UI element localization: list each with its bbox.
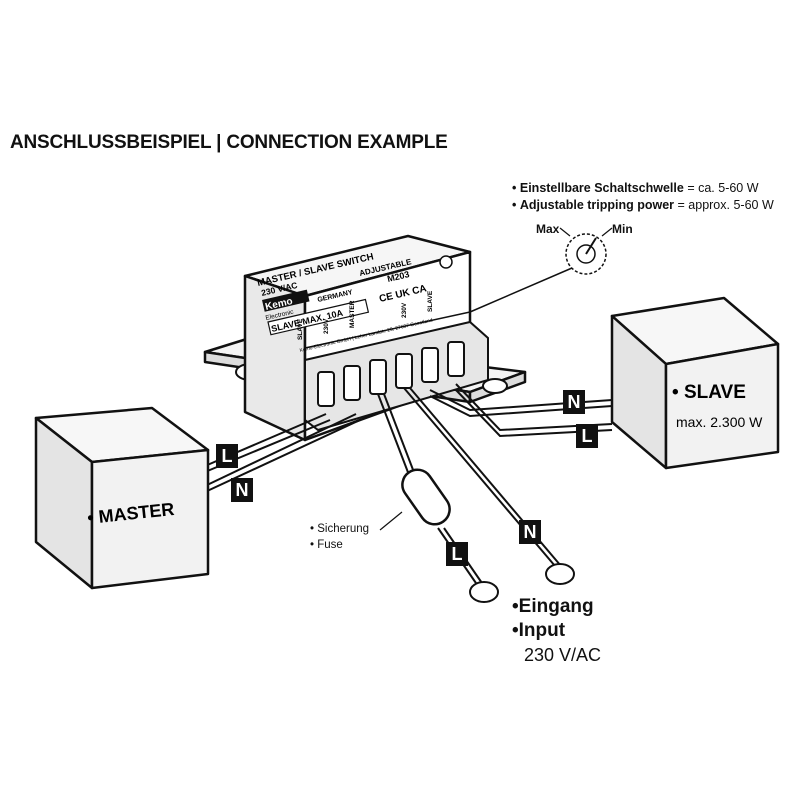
threshold-en-rest: = approx. 5-60 W <box>674 198 774 212</box>
fuse-icon <box>379 468 451 531</box>
terminal-label: SLAVE <box>297 318 304 340</box>
input-n-tag: N <box>519 520 541 544</box>
potentiometer-dial-icon <box>559 227 613 275</box>
fuse-label-en: • Fuse <box>310 539 343 551</box>
input-n-plug-icon <box>545 563 575 585</box>
fuse-label-de: • Sicherung <box>310 523 370 535</box>
slave-device: • SLAVE max. 2.300 W <box>610 296 780 470</box>
potentiometer-min-label: Min <box>612 222 633 236</box>
threshold-annotation-en: • Adjustable tripping power = approx. 5-… <box>512 197 774 214</box>
terminal-label: SLAVE <box>427 290 434 312</box>
svg-text:• SLAVE: • SLAVE <box>672 382 746 403</box>
module-model: M203 <box>386 269 410 284</box>
input-l-tag: L <box>446 542 468 566</box>
threshold-en-bold: Adjustable tripping power <box>519 198 675 212</box>
input-en-text: Input <box>518 620 566 641</box>
bullet-icon: • <box>512 181 517 195</box>
switch-module: MASTER / SLAVE SWITCH 230 V/AC ADJUSTABL… <box>243 234 489 442</box>
terminal-label: 230V <box>323 318 330 334</box>
master-l-tag: L <box>216 444 238 468</box>
slave-n-tag: N <box>563 390 585 414</box>
master-device: • MASTER <box>34 406 210 590</box>
terminal-label: 230V <box>401 302 408 318</box>
fuse-de-text: Sicherung <box>317 523 370 535</box>
page-title: ANSCHLUSSBEISPIEL | CONNECTION EXAMPLE <box>10 132 448 153</box>
input-de-text: Eingang <box>518 596 594 617</box>
slave-l-tag: L <box>576 424 598 448</box>
potentiometer-max-label: Max <box>536 222 560 236</box>
slave-label: SLAVE <box>684 382 746 403</box>
bullet-icon: • <box>512 198 517 212</box>
master-n-tag: N <box>231 478 253 502</box>
input-label-en: •Input <box>512 620 566 641</box>
threshold-annotation-de: • Einstellbare Schaltschwelle = ca. 5-60… <box>512 180 759 197</box>
input-label-de: •Eingang <box>512 596 594 617</box>
fuse-en-text: Fuse <box>317 539 343 551</box>
threshold-de-rest: = ca. 5-60 W <box>683 181 759 195</box>
terminal-label: MASTER <box>349 300 356 328</box>
input-l-plug-icon <box>469 581 499 603</box>
threshold-de-bold: Einstellbare Schaltschwelle <box>519 181 684 195</box>
slave-power: max. 2.300 W <box>676 414 763 430</box>
trimmer-icon <box>439 255 453 269</box>
input-voltage: 230 V/AC <box>524 645 602 665</box>
